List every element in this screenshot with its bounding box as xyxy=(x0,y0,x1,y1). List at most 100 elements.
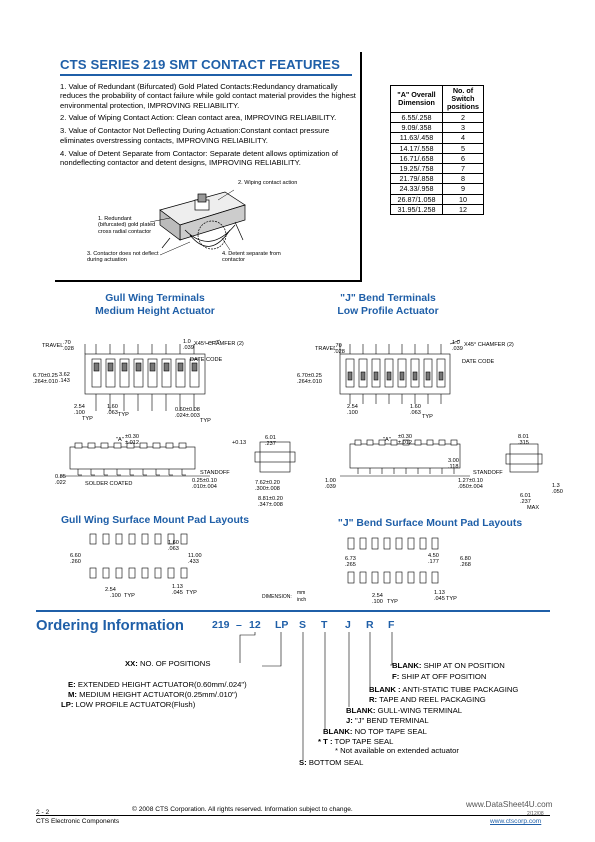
opt-text: EXTENDED HEIGHT ACTUATOR(0.60mm/.024") xyxy=(77,680,247,689)
drawing-shape xyxy=(189,358,200,388)
dimension-mm: mm xyxy=(297,590,306,596)
opt-xx: XX: NO. OF POSITIONS xyxy=(125,659,210,668)
opt-text: SHIP AT OFF POSITION xyxy=(401,672,487,681)
opt-seal-blank: BLANK: NO TOP TAPE SEAL xyxy=(323,727,427,736)
feature-item: 2. Value of Wiping Contact Action: Clean… xyxy=(60,113,337,123)
dim-label: 4.50 xyxy=(428,553,439,559)
drawing-shape xyxy=(115,533,123,545)
dim-label: "A" xyxy=(383,437,391,443)
opt-key: J: xyxy=(346,716,353,725)
table-cell-positions: 8 xyxy=(442,173,484,185)
dim-label: .063 xyxy=(168,546,179,552)
opt-text: BOTTOM SEAL xyxy=(308,758,364,767)
table-header-positions: No. of Switch positions xyxy=(442,85,484,113)
dim-label: STANDOFF xyxy=(200,470,230,476)
dim-label: X45° CHAMFER (2) xyxy=(194,341,244,347)
drawing-shape xyxy=(128,533,136,545)
opt-text: "J" BEND TERMINAL xyxy=(354,716,429,725)
dim-label: ±0.30 xyxy=(398,434,412,440)
table-cell-positions: 6 xyxy=(442,152,484,164)
drawing-shape xyxy=(149,362,156,372)
code-dash: – xyxy=(236,619,242,631)
j-bend-subtitle: Low Profile Actuator xyxy=(337,306,439,317)
drawing-shape xyxy=(354,439,362,446)
drawing-shape xyxy=(87,442,96,449)
opt-e: E: EXTENDED HEIGHT ACTUATOR(0.60mm/.024"… xyxy=(68,680,247,689)
drawing-shape xyxy=(135,362,142,372)
opt-text: SHIP AT ON POSITION xyxy=(423,661,505,670)
feature-item: 3. Value of Contactor Not Deflecting Dur… xyxy=(60,126,330,145)
table-cell-dimension: 24.33/.958 xyxy=(390,183,443,195)
dim-label: 1.0 xyxy=(183,339,191,345)
opt-finish-blank: BLANK: SHIP AT ON POSITION xyxy=(392,661,505,670)
dim-label: X45° CHAMFER (2) xyxy=(464,342,514,348)
dim-label: .264±.010 xyxy=(33,379,58,385)
dim-label: 2.54 xyxy=(347,404,358,410)
title-rule xyxy=(60,74,352,76)
dim-label: .100 xyxy=(372,599,383,605)
drawing-shape xyxy=(431,571,439,584)
opt-term-blank: BLANK: GULL-WING TERMINAL xyxy=(346,706,462,715)
dim-label: STANDOFF xyxy=(473,470,503,476)
dim-label: 2.54 xyxy=(372,593,383,599)
dim-label: 1.00 xyxy=(325,478,336,484)
callout-no-deflect: 3. Contactor does not deflect during act… xyxy=(87,251,159,264)
drawing-shape xyxy=(419,537,427,550)
opt-key: E: xyxy=(68,680,76,689)
drawing-shape xyxy=(102,567,110,579)
opt-text: NO. OF POSITIONS xyxy=(139,659,211,668)
drawing-shape xyxy=(139,442,148,449)
opt-seal-note: * Not available on extended actuator xyxy=(335,746,459,755)
drawing-shape xyxy=(141,533,149,545)
dim-label: .433 xyxy=(188,559,199,565)
dim-label: .70 xyxy=(334,343,342,349)
dim-label: TYP xyxy=(387,599,398,605)
dim-label: .237 xyxy=(265,441,276,447)
website-link[interactable]: www.ctscorp.com xyxy=(490,818,542,825)
drawing-shape xyxy=(163,362,170,372)
dim-label: .300±.008 xyxy=(255,486,280,492)
j-bend-heading: "J" Bend Terminals Low Profile Actuator xyxy=(308,292,468,318)
table-cell-positions: 5 xyxy=(442,142,484,154)
drawing-shape xyxy=(91,358,102,388)
page-number: 2 - 2 xyxy=(36,809,50,816)
opt-term-j: J: "J" BEND TERMINAL xyxy=(346,716,429,725)
dim-label: DATE CODE xyxy=(190,357,223,363)
opt-key: * T : xyxy=(318,737,333,746)
drawing-shape xyxy=(426,439,434,446)
dim-label: 0.85 xyxy=(55,474,66,480)
drawing-shape xyxy=(438,439,446,446)
dim-label: TYP xyxy=(124,593,135,599)
dim-label: .045 xyxy=(172,590,183,596)
opt-key: BLANK : xyxy=(369,685,401,694)
drawing-shape xyxy=(107,362,114,372)
opt-key: LP: xyxy=(61,700,74,709)
drawing-shape xyxy=(128,567,136,579)
dim-label: .022 xyxy=(55,480,66,486)
dim-label: 1.0 xyxy=(452,340,460,346)
drawing-shape xyxy=(371,571,379,584)
code-packaging: R xyxy=(366,619,374,631)
drawing-shape xyxy=(366,439,374,446)
dimension-inch: inch xyxy=(297,597,307,603)
opt-text: ANTI-STATIC TUBE PACKAGING xyxy=(402,685,519,694)
contact-illustration xyxy=(149,189,246,256)
table-cell-positions: 10 xyxy=(442,193,484,205)
code-top-seal: T xyxy=(321,619,328,631)
drawing-shape xyxy=(165,442,174,449)
drawing-shape xyxy=(74,442,83,449)
table-cell-dimension: 19.25/.758 xyxy=(390,162,443,175)
drawing-shape xyxy=(431,537,439,550)
drawing-shape xyxy=(180,567,188,579)
ordering-title: Ordering Information xyxy=(36,618,184,634)
dim-label: 1.27±0.10 xyxy=(458,478,483,484)
opt-seal-t: * T : TOP TAPE SEAL xyxy=(318,737,393,746)
j-bend-pad-heading: "J" Bend Surface Mount Pad Layouts xyxy=(337,518,523,529)
gull-wing-heading: Gull Wing Terminals Medium Height Actuat… xyxy=(80,292,230,318)
table-cell-positions: 9 xyxy=(442,183,484,195)
dim-label: .237 xyxy=(520,499,531,505)
j-bend-side-drawing xyxy=(340,439,543,477)
drawing-shape xyxy=(161,358,172,388)
